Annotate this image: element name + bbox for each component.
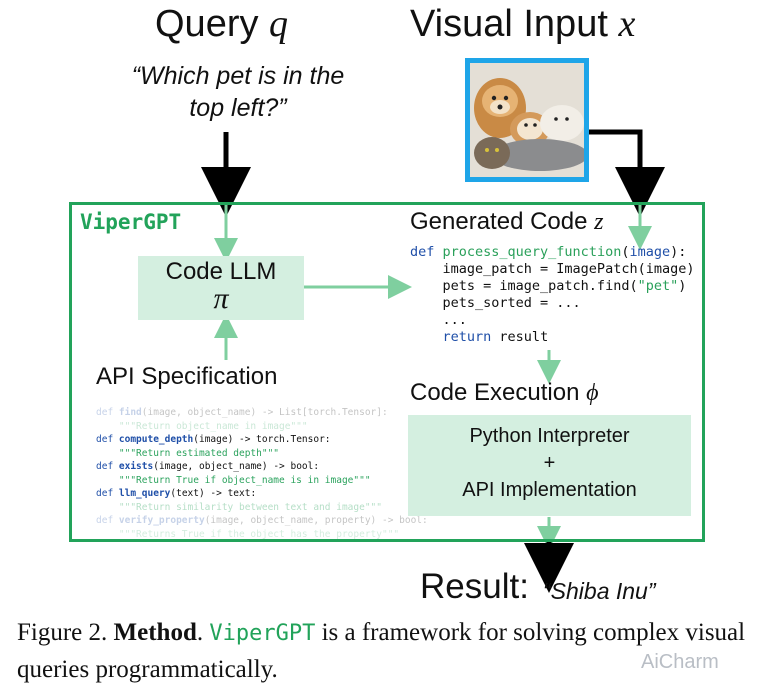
- generated-code-title: Generated Code z: [410, 208, 603, 236]
- generated-code-line: image_patch = ImagePatch(image): [410, 261, 695, 277]
- framework-label: ViperGPT: [80, 210, 182, 234]
- visual-input-title: Visual Input x: [410, 2, 635, 46]
- api-spec-line: def verify_property(image, object_name, …: [96, 515, 428, 526]
- generated-code-line: def process_query_function(image):: [410, 244, 687, 260]
- api-spec-line: """Return True if object_name is in imag…: [96, 474, 371, 486]
- generated-code-block: def process_query_function(image): image…: [410, 244, 694, 346]
- generated-code-line: pets = image_patch.find("pet"): [410, 278, 687, 294]
- code-execution-symbol: ϕ: [586, 380, 599, 406]
- plus-label: +: [543, 452, 556, 474]
- generated-code-line: ...: [410, 312, 467, 328]
- vipergpt-framework-frame: [69, 202, 705, 542]
- result-value: “Shiba Inu”: [543, 578, 656, 604]
- api-implementation-label: API Implementation: [462, 479, 637, 501]
- visual-symbol: x: [618, 3, 636, 45]
- generated-code-line: pets_sorted = ...: [410, 295, 581, 311]
- pets-illustration: [470, 63, 584, 177]
- code-llm-label: Code LLM: [165, 258, 277, 285]
- result-label: Result:: [420, 567, 529, 606]
- api-spec-line: def exists(image, object_name) -> bool:: [96, 461, 320, 472]
- generated-code-symbol: z: [594, 209, 604, 235]
- caption-code: ViperGPT: [209, 621, 316, 646]
- code-execution-title-text: Code Execution: [410, 379, 580, 406]
- code-llm-symbol: π: [213, 282, 229, 315]
- execution-box: [408, 415, 691, 516]
- code-llm-box: [138, 256, 304, 320]
- api-spec-line: def find(image, object_name) -> List[tor…: [96, 407, 388, 418]
- caption-bold: Method: [113, 619, 197, 646]
- query-title-word: Query: [155, 3, 259, 45]
- api-spec-line: """Return estimated depth""": [96, 447, 280, 459]
- api-spec-line: """Return object_name in image""": [96, 420, 308, 432]
- query-symbol: q: [269, 3, 289, 45]
- query-title: Query q: [155, 2, 288, 46]
- generated-code-line: return result: [442, 329, 549, 345]
- image-to-framework-arrow: [589, 129, 665, 217]
- api-spec-line: """Return similarity between text and im…: [96, 501, 382, 513]
- pet-photo: [465, 58, 589, 182]
- api-spec-title: API Specification: [96, 363, 278, 390]
- caption-fig-number: Figure 2.: [17, 619, 108, 646]
- api-spec-code: def find(image, object_name) -> List[tor…: [96, 406, 428, 541]
- code-execution-title: Code Execution ϕ: [410, 379, 599, 407]
- figure-caption: Figure 2. Method. ViperGPT is a framewor…: [17, 619, 746, 683]
- generated-code-title-text: Generated Code: [410, 208, 588, 235]
- query-text: “Which pet is in the top left?”: [131, 62, 345, 122]
- api-spec-line: def llm_query(text) -> text:: [96, 488, 257, 499]
- python-interpreter-label: Python Interpreter: [469, 425, 630, 447]
- api-spec-line: """Returns True if the object has the pr…: [96, 528, 400, 540]
- caption-rest: is a framework for solving complex visua…: [17, 619, 746, 683]
- watermark: AiCharm: [641, 651, 719, 673]
- api-spec-line: def compute_depth(image) -> torch.Tensor…: [96, 434, 331, 445]
- visual-title-word: Visual Input: [410, 3, 608, 45]
